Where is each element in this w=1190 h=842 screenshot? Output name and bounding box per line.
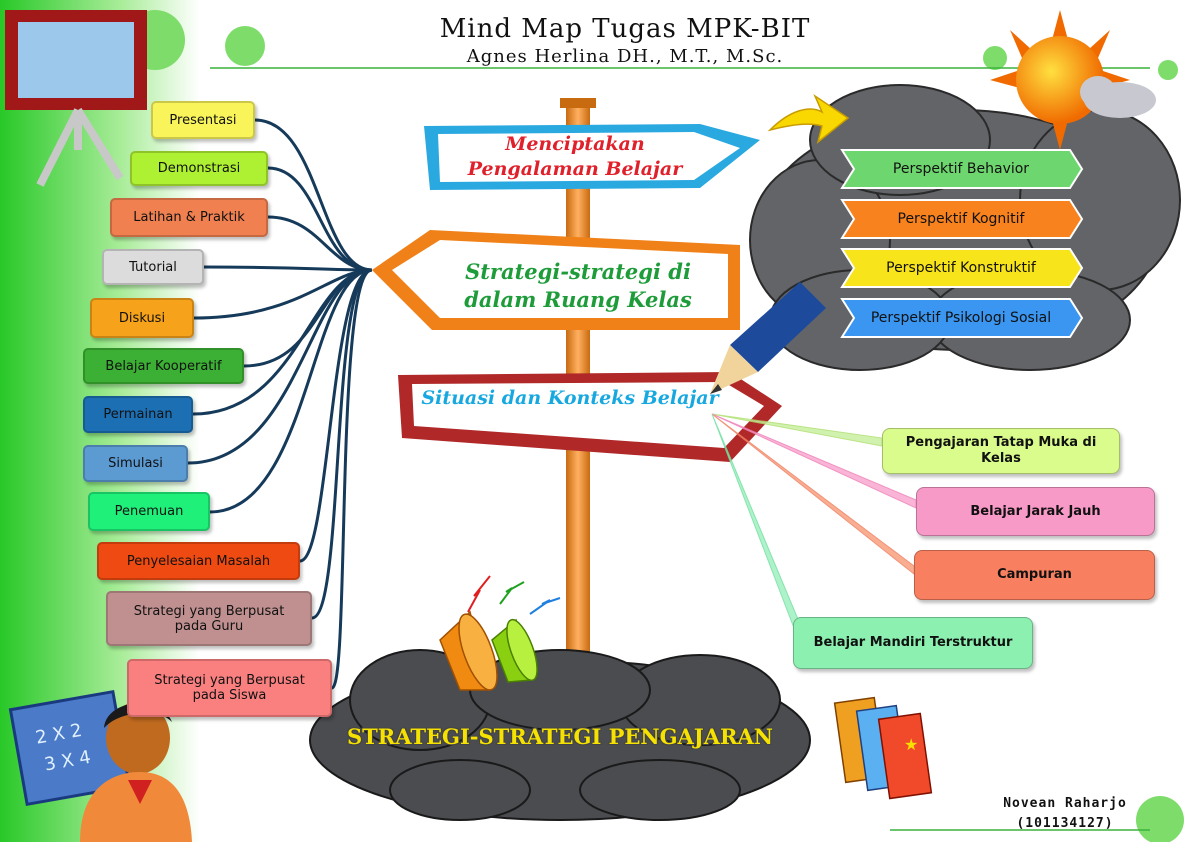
- left-item-label: Penyelesaian Masalah: [126, 553, 271, 569]
- perspective-label-konstruktif: Perspektif Konstruktif: [886, 260, 1036, 276]
- arrow-icon: [767, 93, 850, 144]
- context-connectors: [711, 413, 917, 629]
- left-item-label: Latihan & Praktik: [133, 210, 245, 225]
- perspective-arrow-behavior: [840, 149, 1084, 189]
- left-item-berpusat-guru: Strategi yang Berpusat pada Guru: [106, 591, 312, 646]
- left-item-label: Presentasi: [169, 112, 237, 128]
- left-item-label: Strategi yang Berpusat pada Siswa: [154, 673, 305, 703]
- bottom-cloud: [309, 649, 811, 821]
- context-label: Belajar Jarak Jauh: [970, 503, 1101, 519]
- sign-bottom-label: Situasi dan Konteks Belajar: [421, 387, 719, 409]
- left-item-belajar-kooperatif: Belajar Kooperatif: [83, 348, 244, 384]
- sign-bottom-face: [412, 382, 764, 448]
- left-item-penemuan: Penemuan: [88, 492, 210, 531]
- perspective-label-kognitif: Perspektif Kognitif: [897, 211, 1025, 227]
- left-item-berpusat-siswa: Strategi yang Berpusat pada Siswa: [127, 659, 332, 717]
- decor-circle: [1158, 60, 1178, 80]
- left-item-label: Permainan: [103, 407, 173, 422]
- left-item-demonstrasi: Demonstrasi: [130, 151, 268, 186]
- context-mandiri-terstruktur: Belajar Mandiri Terstruktur: [793, 617, 1033, 669]
- context-tatap-muka: Pengajaran Tatap Muka di Kelas: [882, 428, 1120, 474]
- perspective-label-behavior: Perspektif Behavior: [892, 161, 1030, 177]
- sun-icon: [990, 10, 1156, 150]
- pencil-icon: [710, 282, 826, 394]
- decor-circle: [983, 46, 1007, 70]
- perspective-arrow-kognitif: [840, 199, 1084, 239]
- sign-middle-label: Strategi-strategi di dalam Ruang Kelas: [464, 259, 692, 312]
- context-campuran: Campuran: [914, 550, 1155, 600]
- author-block: Novean Raharjo (101134127): [990, 794, 1140, 834]
- books-icon: ★: [833, 696, 933, 800]
- left-item-tutorial: Tutorial: [102, 249, 204, 285]
- author-name: Novean Raharjo: [1003, 796, 1127, 811]
- left-item-label: Belajar Kooperatif: [105, 358, 222, 374]
- left-item-label: Tutorial: [129, 259, 177, 275]
- context-label: Pengajaran Tatap Muka di Kelas: [905, 435, 1097, 466]
- chalkboard-icon: 2 X 2 3 X 4: [8, 689, 132, 807]
- sign-top-label: Menciptakan Pengalaman Belajar: [467, 133, 683, 180]
- decor-circle: [225, 26, 265, 66]
- left-item-label: Strategi yang Berpusat pada Guru: [133, 603, 285, 634]
- context-label: Campuran: [997, 567, 1072, 582]
- left-item-label: Simulasi: [108, 456, 163, 471]
- author-id: (101134127): [1016, 816, 1114, 831]
- page-subtitle: Agnes Herlina DH., M.T., M.Sc.: [466, 46, 784, 67]
- pole-cap: [560, 98, 596, 108]
- left-item-label: Penemuan: [114, 504, 184, 519]
- left-item-simulasi: Simulasi: [83, 445, 188, 482]
- svg-text:★: ★: [904, 735, 918, 754]
- left-connectors: [187, 118, 373, 690]
- sign-top-face: [438, 132, 740, 182]
- context-label: Belajar Mandiri Terstruktur: [813, 635, 1013, 650]
- left-item-diskusi: Diskusi: [90, 298, 194, 338]
- left-item-permainan: Permainan: [83, 396, 193, 433]
- sign-middle-face: [392, 240, 728, 318]
- page-title: Mind Map Tugas MPK-BIT: [439, 14, 811, 44]
- main-topic-banner: STRATEGI-STRATEGI PENGAJARAN: [347, 724, 773, 749]
- megaphone-icon: [439, 575, 561, 691]
- left-item-label: Diskusi: [118, 310, 166, 326]
- left-item-penyelesaian-masalah: Penyelesaian Masalah: [97, 542, 300, 580]
- left-item-latihan-praktik: Latihan & Praktik: [110, 198, 268, 237]
- left-item-label: Demonstrasi: [157, 161, 241, 176]
- perspective-arrow-konstruktif: [840, 248, 1084, 288]
- perspective-label-psikologi-sosial: Perspektif Psikologi Sosial: [870, 310, 1052, 326]
- perspective-arrow-psikologi-sosial: [840, 298, 1084, 338]
- context-jarak-jauh: Belajar Jarak Jauh: [916, 487, 1155, 536]
- easel-icon: [5, 10, 147, 187]
- left-item-presentasi: Presentasi: [151, 101, 255, 139]
